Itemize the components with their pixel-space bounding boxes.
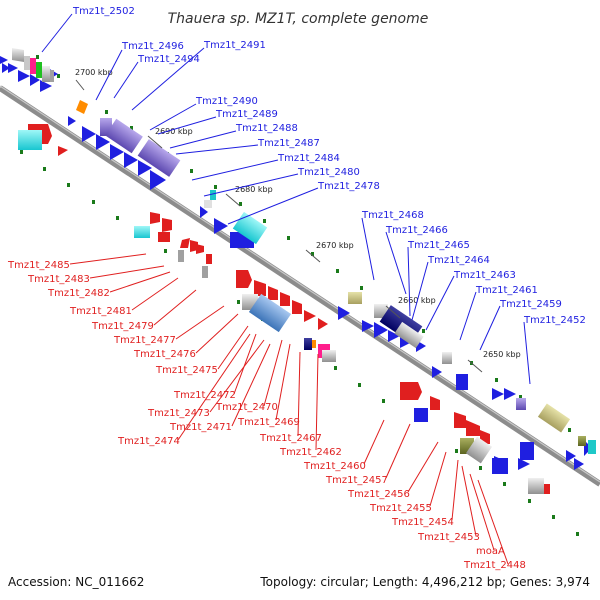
gene-label-upper-15[interactable]: Tmz1t_2463 [453,270,516,281]
gene-label-upper-6[interactable]: Tmz1t_2488 [235,123,298,134]
gene-label-upper-3[interactable]: Tmz1t_2494 [137,54,200,65]
genome-summary-text: Topology: circular; Length: 4,496,212 bp… [259,575,590,589]
gene-label-lower-13[interactable]: Tmz1t_2469 [237,417,300,428]
gene-label-lower-6[interactable]: Tmz1t_2476 [133,349,196,360]
kbp-marker-2670: 2670 kbp [316,241,354,250]
gene-label-upper-5[interactable]: Tmz1t_2489 [215,109,278,120]
gene-label-upper-7[interactable]: Tmz1t_2487 [257,138,320,149]
gene-label-lower-18[interactable]: Tmz1t_2456 [347,489,410,500]
kbp-marker-2700: 2700 kbp [75,68,113,77]
lower-gene-labels: Tmz1t_2485 Tmz1t_2483 Tmz1t_2482 Tmz1t_2… [7,260,526,571]
accession-text: Accession: NC_011662 [8,575,144,589]
gene-label-upper-11[interactable]: Tmz1t_2468 [361,210,424,221]
gene-label-upper-1[interactable]: Tmz1t_2496 [121,41,184,52]
gene-label-lower-7[interactable]: Tmz1t_2475 [155,365,218,376]
gene-label-lower-22[interactable]: moaA [476,546,505,557]
gene-label-lower-0[interactable]: Tmz1t_2485 [7,260,70,271]
gene-label-upper-4[interactable]: Tmz1t_2490 [195,96,258,107]
gene-label-lower-19[interactable]: Tmz1t_2455 [369,503,432,514]
gene-label-lower-4[interactable]: Tmz1t_2479 [91,321,154,332]
gene-label-upper-9[interactable]: Tmz1t_2480 [297,167,360,178]
gene-forward [0,56,8,64]
upper-leaders [41,13,531,385]
genome-backbone-highlight [0,85,600,483]
upper-gene-labels: Tmz1t_2502 Tmz1t_2496 Tmz1t_2491 Tmz1t_2… [72,6,586,326]
gene-label-lower-5[interactable]: Tmz1t_2477 [113,335,176,346]
gene-label-lower-14[interactable]: Tmz1t_2467 [259,433,322,444]
gene-label-lower-11[interactable]: Tmz1t_2474 [117,436,180,447]
gene-label-lower-2[interactable]: Tmz1t_2482 [47,288,110,299]
tick-row-lower [20,150,579,536]
gene-label-upper-17[interactable]: Tmz1t_2459 [499,299,562,310]
gene-label-lower-17[interactable]: Tmz1t_2457 [325,475,388,486]
kbp-marker-2660: 2660 kbp [398,296,436,305]
kbp-marker-2690: 2690 kbp [155,127,193,136]
annotated-genes-upper [12,48,596,454]
reverse-strand-genes [18,124,550,494]
gene-label-upper-16[interactable]: Tmz1t_2461 [475,285,538,296]
gene-label-upper-10[interactable]: Tmz1t_2478 [317,181,380,192]
gene-label-lower-9[interactable]: Tmz1t_2473 [147,408,210,419]
gene-label-lower-3[interactable]: Tmz1t_2481 [69,306,132,317]
gene-label-lower-10[interactable]: Tmz1t_2471 [169,422,232,433]
genome-backbone [0,85,600,487]
gene-label-upper-8[interactable]: Tmz1t_2484 [277,153,340,164]
gene-label-lower-23[interactable]: Tmz1t_2448 [463,560,526,571]
gene-label-lower-20[interactable]: Tmz1t_2454 [391,517,454,528]
gene-label-lower-1[interactable]: Tmz1t_2483 [27,274,90,285]
gene-label-upper-2[interactable]: Tmz1t_2491 [203,40,266,51]
forward-strand-genes [0,56,592,474]
gene-label-lower-15[interactable]: Tmz1t_2462 [279,447,342,458]
gene-label-upper-0[interactable]: Tmz1t_2502 [72,6,135,17]
gene-label-lower-8[interactable]: Tmz1t_2472 [173,390,236,401]
lower-leaders [69,253,509,565]
gene-label-upper-12[interactable]: Tmz1t_2466 [385,225,448,236]
gene-label-lower-12[interactable]: Tmz1t_2470 [215,402,278,413]
gene-label-lower-21[interactable]: Tmz1t_2453 [417,532,480,543]
gene-label-lower-16[interactable]: Tmz1t_2460 [303,461,366,472]
gene-label-upper-14[interactable]: Tmz1t_2464 [427,255,490,266]
kbp-marker-2650: 2650 kbp [483,350,521,359]
tick-row-upper [36,55,571,432]
gene-label-upper-18[interactable]: Tmz1t_2452 [523,315,586,326]
kbp-marker-2680: 2680 kbp [235,185,273,194]
map-title: Thauera sp. MZ1T, complete genome [168,11,429,27]
gene-label-upper-13[interactable]: Tmz1t_2465 [407,240,470,251]
kbp-markers: 2700 kbp 2690 kbp 2680 kbp 2670 kbp 2660… [75,68,521,373]
